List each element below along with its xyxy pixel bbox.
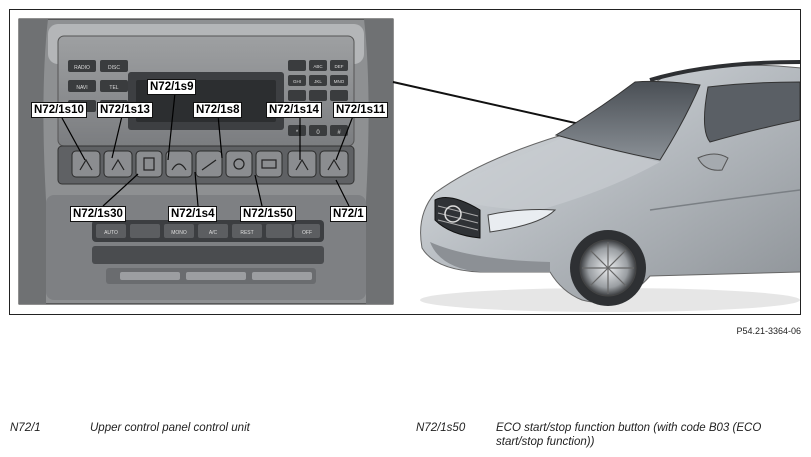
callout-n72-1s11: N72/1s11 [333, 102, 389, 118]
climate-rest-label: REST [240, 230, 253, 236]
key-navi: NAVI [76, 85, 87, 91]
climate-buttons [96, 224, 320, 238]
car-illustration [420, 60, 800, 312]
callout-n72-1s14: N72/1s14 [266, 102, 322, 118]
callout-n72-1s10: N72/1s10 [31, 102, 87, 118]
key-ghi: GHI [293, 79, 301, 84]
callout-n72-1s13: N72/1s13 [97, 102, 153, 118]
key-hash: # [337, 130, 341, 136]
key-radio: RADIO [74, 65, 90, 71]
star-emblem [444, 205, 462, 223]
key-star: * [296, 130, 299, 136]
climate-off-label: OFF [302, 230, 312, 236]
key-mno: MNO [334, 79, 345, 84]
illustration: RADIO DISC NAVI TEL ABC DEF GHI [18, 18, 800, 312]
upper-control-panel-buttons [71, 150, 349, 178]
console-photo: RADIO DISC NAVI TEL ABC DEF GHI [18, 18, 394, 305]
callout-n72-1s50: N72/1s50 [240, 206, 296, 222]
figure-code: P54.21-3364-06 [736, 326, 801, 336]
callout-n72-1s8: N72/1s8 [193, 102, 243, 118]
legend-description: ECO start/stop function button (with cod… [496, 422, 762, 448]
key-tel: TEL [109, 85, 118, 91]
key-disc: DISC [108, 65, 120, 71]
figure-frame: RADIO DISC NAVI TEL ABC DEF GHI [9, 9, 801, 315]
callout-n72-1s9: N72/1s9 [147, 79, 197, 95]
key-def: DEF [335, 64, 344, 69]
callout-n72-1: N72/1 [330, 206, 367, 222]
climate-ac-label: A/C [209, 230, 218, 236]
key-abc: ABC [313, 64, 323, 69]
callout-n72-1s30: N72/1s30 [70, 206, 126, 222]
audio-keypad [288, 60, 348, 136]
legend-description: Upper control panel control unit [90, 422, 250, 434]
leader-lines [61, 92, 354, 207]
legend-code: N72/1 [10, 422, 41, 434]
callout-n72-1s4: N72/1s4 [168, 206, 218, 222]
climate-auto-label: AUTO [104, 230, 118, 236]
key-zero: 0 [316, 130, 320, 136]
legend-code: N72/1s50 [416, 422, 466, 434]
key-jkl: JKL [314, 79, 322, 84]
climate-mono-label: MONO [171, 230, 187, 236]
